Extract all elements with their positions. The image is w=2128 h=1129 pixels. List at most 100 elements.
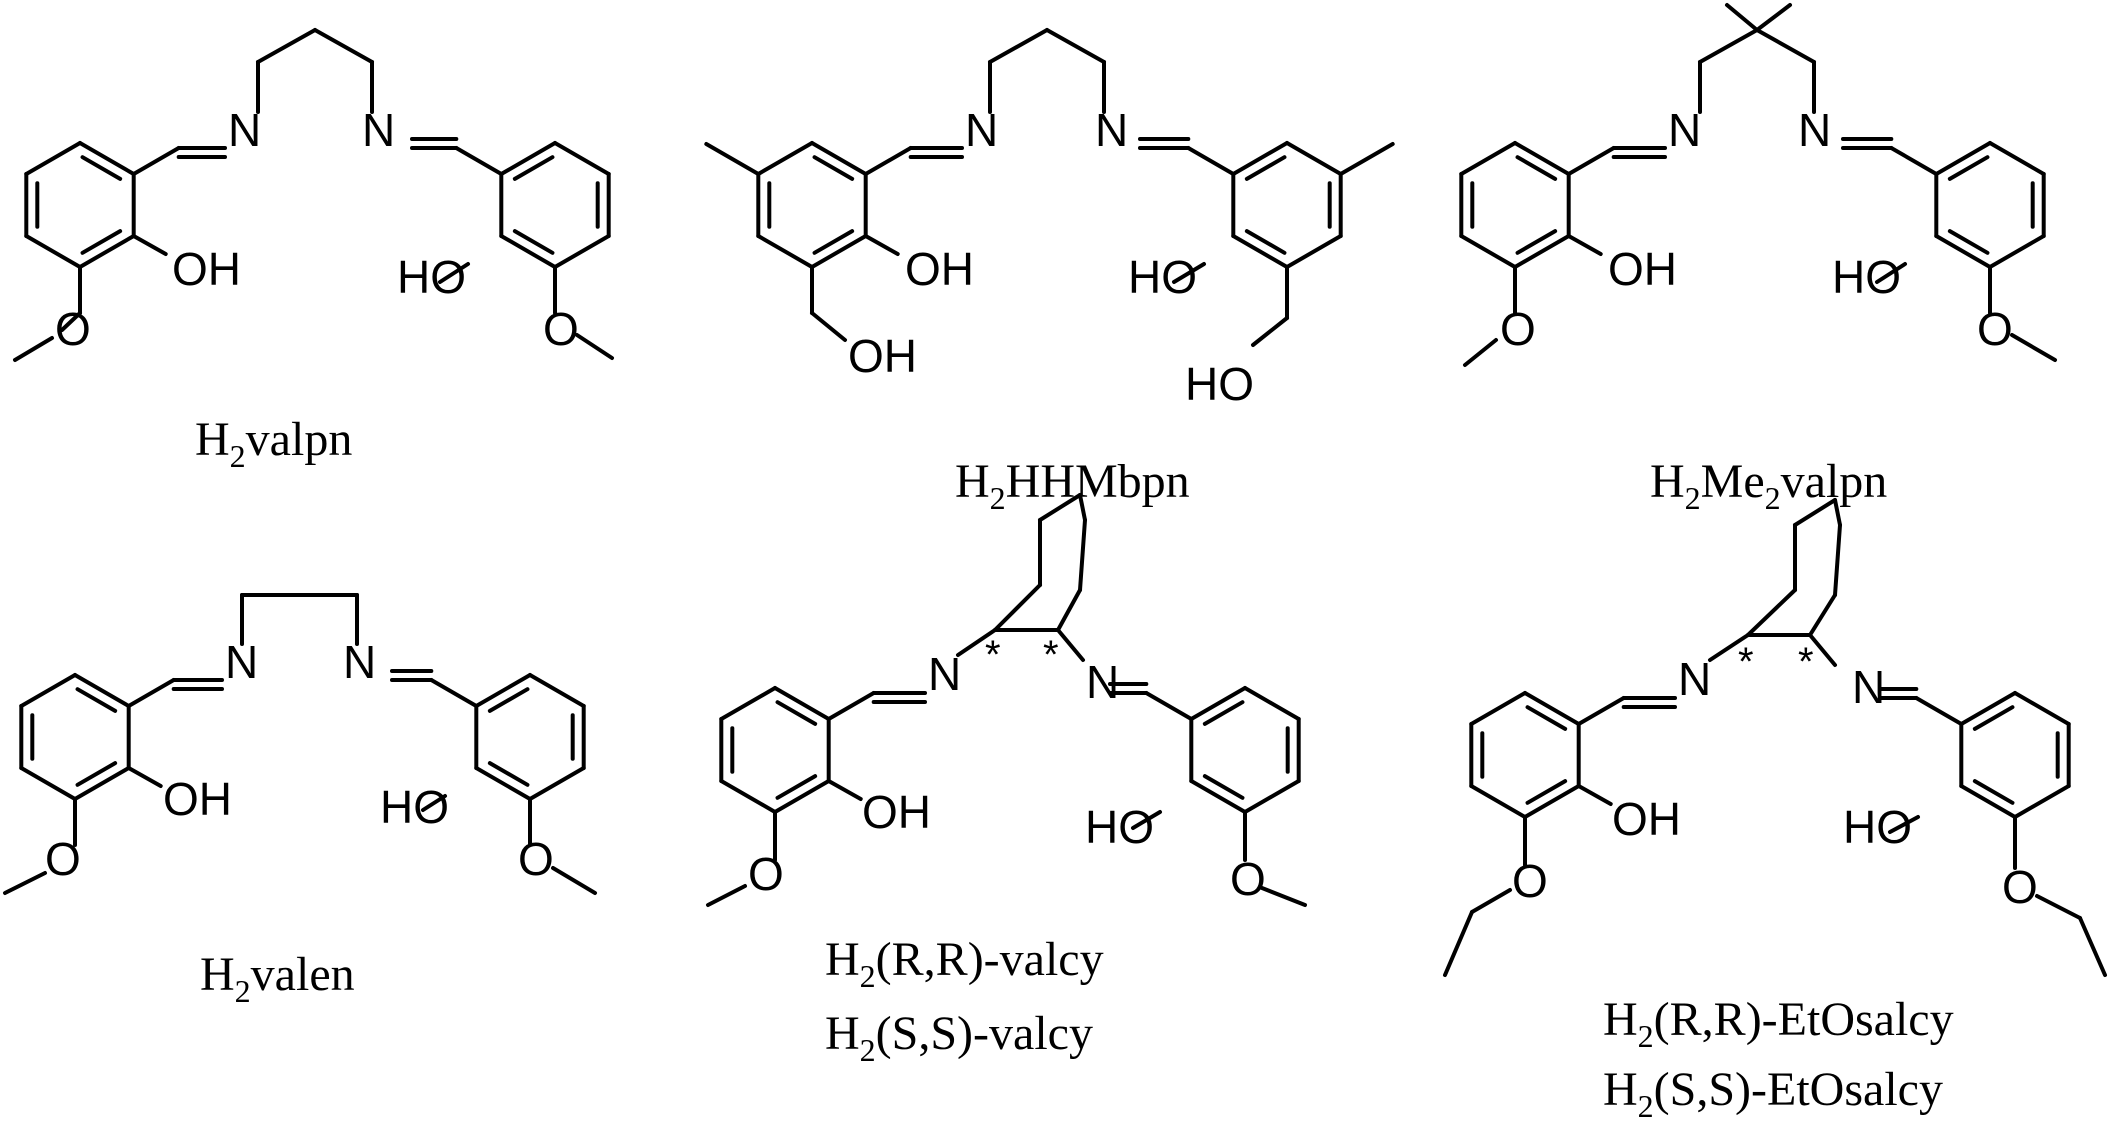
bond (75, 687, 118, 713)
bond (421, 794, 447, 812)
bond (1793, 498, 1837, 527)
bond (1888, 815, 1920, 834)
bond (126, 766, 163, 788)
methoxy-oxygen-right: O (543, 303, 579, 355)
bond (1202, 700, 1245, 726)
bond (1078, 493, 1087, 522)
bond (80, 155, 123, 181)
bond (956, 628, 997, 657)
bond (499, 141, 557, 176)
bond (2013, 691, 2071, 726)
bond (454, 146, 504, 176)
bond (773, 779, 831, 814)
hydroxyl-right: HO (1832, 251, 1901, 303)
bond (512, 229, 555, 255)
bond (1189, 779, 1247, 814)
bond (1708, 633, 1750, 662)
bond (1875, 262, 1907, 284)
bond (1056, 628, 1085, 662)
bond (1523, 691, 1581, 726)
bond (1523, 784, 1581, 819)
bond (131, 234, 168, 256)
bond (2013, 784, 2071, 819)
imine-nitrogen-right: N (1852, 661, 1885, 713)
bond (131, 146, 181, 176)
bond (1755, 3, 1792, 32)
bond (512, 155, 555, 181)
bond (1231, 234, 1289, 269)
imine-nitrogen-right: N (1095, 104, 1128, 156)
bond (1056, 588, 1082, 632)
bond (438, 262, 470, 284)
bond (1755, 28, 1816, 64)
imine-nitrogen-right: N (362, 104, 395, 156)
bond (78, 141, 136, 176)
bond (810, 311, 847, 342)
bond (19, 673, 77, 708)
bond (553, 234, 611, 269)
bond (499, 234, 557, 269)
bond (704, 142, 761, 176)
bond (575, 333, 614, 360)
bond (993, 583, 1042, 632)
bond (1078, 518, 1087, 592)
bond (1513, 234, 1571, 269)
bond (1469, 784, 1527, 819)
bond (1244, 155, 1287, 181)
compound-label-rr-etosalcy: H2(R,R)-EtOsalcy (1603, 993, 1954, 1054)
stereocenter-mark-left: * (1738, 640, 1754, 684)
bond (13, 336, 54, 362)
bond (487, 687, 530, 713)
bond (812, 229, 855, 255)
hydroxyl-left: OH (1612, 793, 1681, 845)
bond (1947, 155, 1990, 181)
imine-nitrogen-left: N (225, 636, 258, 688)
bond (1459, 234, 1517, 269)
hydroxyl-left: OH (172, 243, 241, 295)
bond (73, 673, 131, 708)
bond (863, 146, 913, 176)
bond (80, 229, 123, 255)
bond (1934, 234, 1992, 269)
bond (826, 779, 863, 801)
bond (1470, 888, 1512, 914)
hydroxyl-left: OH (862, 786, 931, 838)
compound-label-ss-etosalcy: H2(S,S)-EtOsalcy (1603, 1063, 1943, 1124)
bond (528, 673, 586, 708)
bond (775, 774, 818, 800)
bond (1988, 234, 2046, 269)
bond (773, 686, 831, 721)
methoxy-oxygen-left: O (1500, 303, 1536, 355)
stereocenter-mark-right: * (1798, 640, 1814, 684)
bond (1189, 686, 1247, 721)
bond (1525, 705, 1568, 731)
bond (1251, 316, 1289, 347)
bond (75, 761, 118, 787)
bond (1808, 633, 1837, 667)
methoxy-oxygen-right: O (1230, 853, 1266, 905)
bond (551, 866, 597, 895)
bond (1231, 141, 1289, 176)
methoxy-oxygen-right: O (1977, 303, 2013, 355)
bond (1959, 691, 2017, 726)
bond (706, 884, 747, 907)
imine-nitrogen-left: N (965, 104, 998, 156)
bond (24, 234, 82, 269)
imine-nitrogen-left: N (1678, 653, 1711, 705)
hydroxyl-right: HO (397, 251, 466, 303)
imine-nitrogen-left: N (1668, 104, 1701, 156)
hydroxymethyl-left: OH (848, 330, 917, 382)
bond (1972, 779, 2015, 805)
compound-label-hhmbpn: H2HHMbpn (955, 455, 1190, 516)
bond (1260, 886, 1307, 907)
bond (1934, 141, 1992, 176)
imine-nitrogen-left: N (228, 104, 261, 156)
hydroxyl-right: HO (1843, 801, 1912, 853)
ethoxy-oxygen-right: O (2002, 861, 2038, 913)
bond (1889, 146, 1939, 176)
bond (474, 766, 532, 801)
bond (775, 700, 818, 726)
methoxy-oxygen-left: O (55, 303, 91, 355)
bond (1698, 28, 1759, 64)
